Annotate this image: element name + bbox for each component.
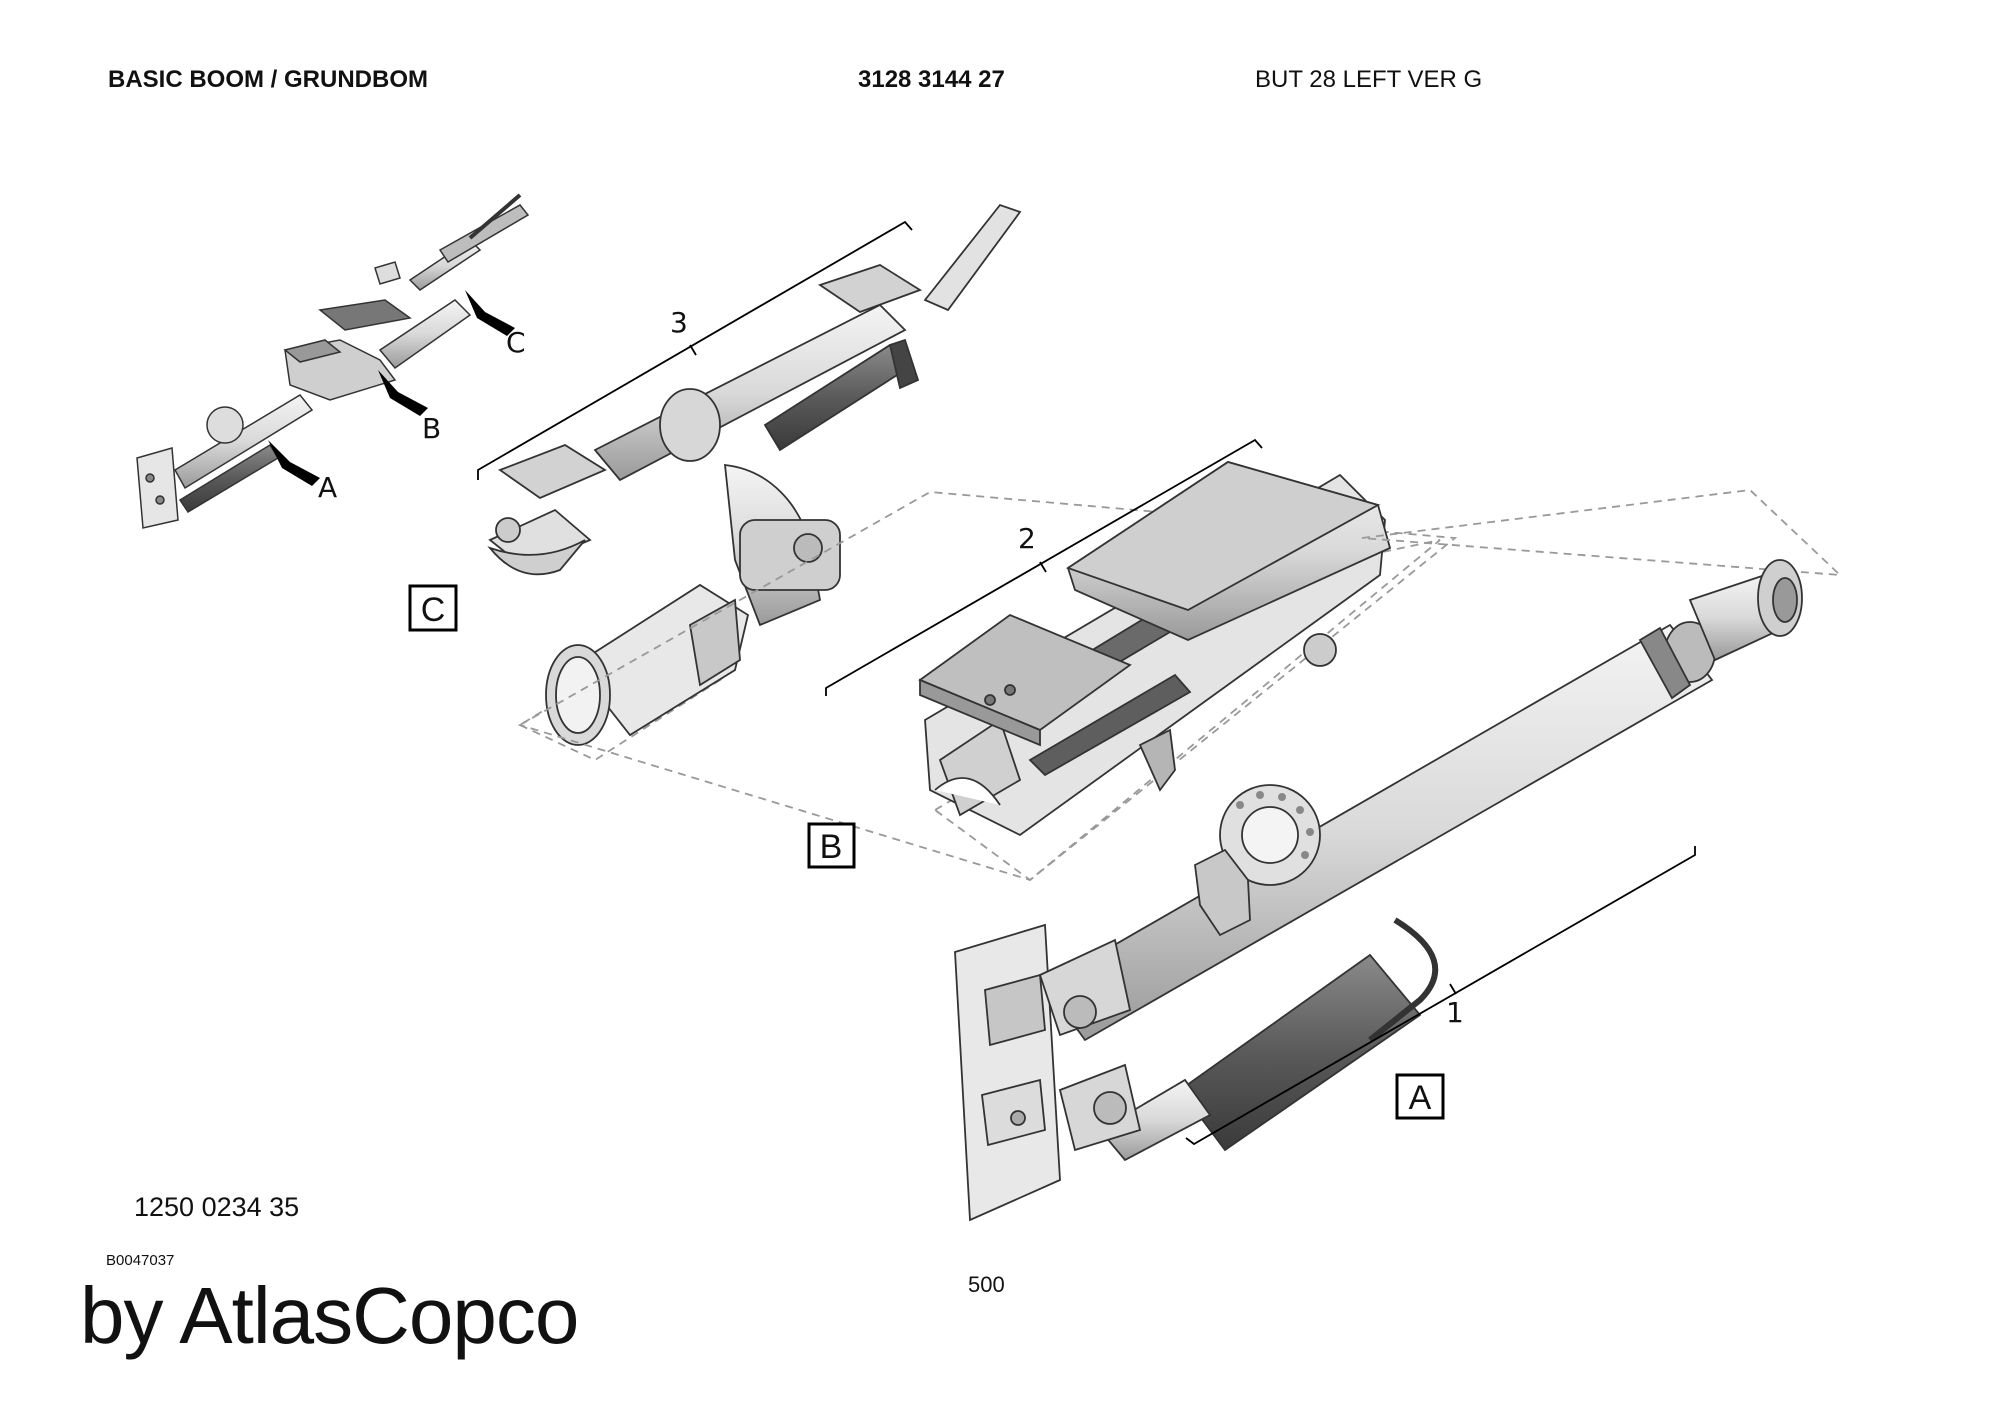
callout-3-bracket (477, 220, 913, 480)
overview-boom-drawing (136, 193, 530, 529)
assembly-a-drawing (954, 489, 1843, 1222)
brand-logo-text: by AtlasCopco (80, 1271, 579, 1360)
assembly-b-drawing (517, 461, 1458, 882)
section-box-c-label: C (421, 591, 446, 629)
page-number: 500 (968, 1272, 1005, 1297)
part-number: 3128 3144 27 (858, 66, 1005, 93)
section-box-a-label: A (1409, 1079, 1432, 1117)
section-box-a (1395, 1073, 1445, 1120)
callout-3-label: 3 (670, 306, 688, 339)
document-number: 1250 0234 35 (134, 1192, 300, 1222)
callout-1-bracket (1185, 846, 1696, 1146)
variant-label: BUT 28 LEFT VER G (1255, 66, 1483, 93)
assembly-c-drawing (487, 203, 1022, 762)
section-box-b (807, 822, 856, 869)
overview-pointer-a-label: A (318, 471, 337, 504)
page-title: BASIC BOOM / GRUNDBOM (108, 66, 428, 93)
section-box-c (408, 584, 458, 632)
image-id: B0047037 (106, 1252, 175, 1269)
overview-pointer-b-label: B (422, 412, 441, 445)
overview-pointers (268, 290, 515, 486)
callout-2-bracket (825, 438, 1263, 696)
callout-1-label: 1 (1446, 996, 1464, 1029)
overview-pointer-c-label: C (506, 326, 526, 359)
section-box-b-label: B (820, 828, 843, 866)
callout-2-label: 2 (1018, 522, 1036, 555)
